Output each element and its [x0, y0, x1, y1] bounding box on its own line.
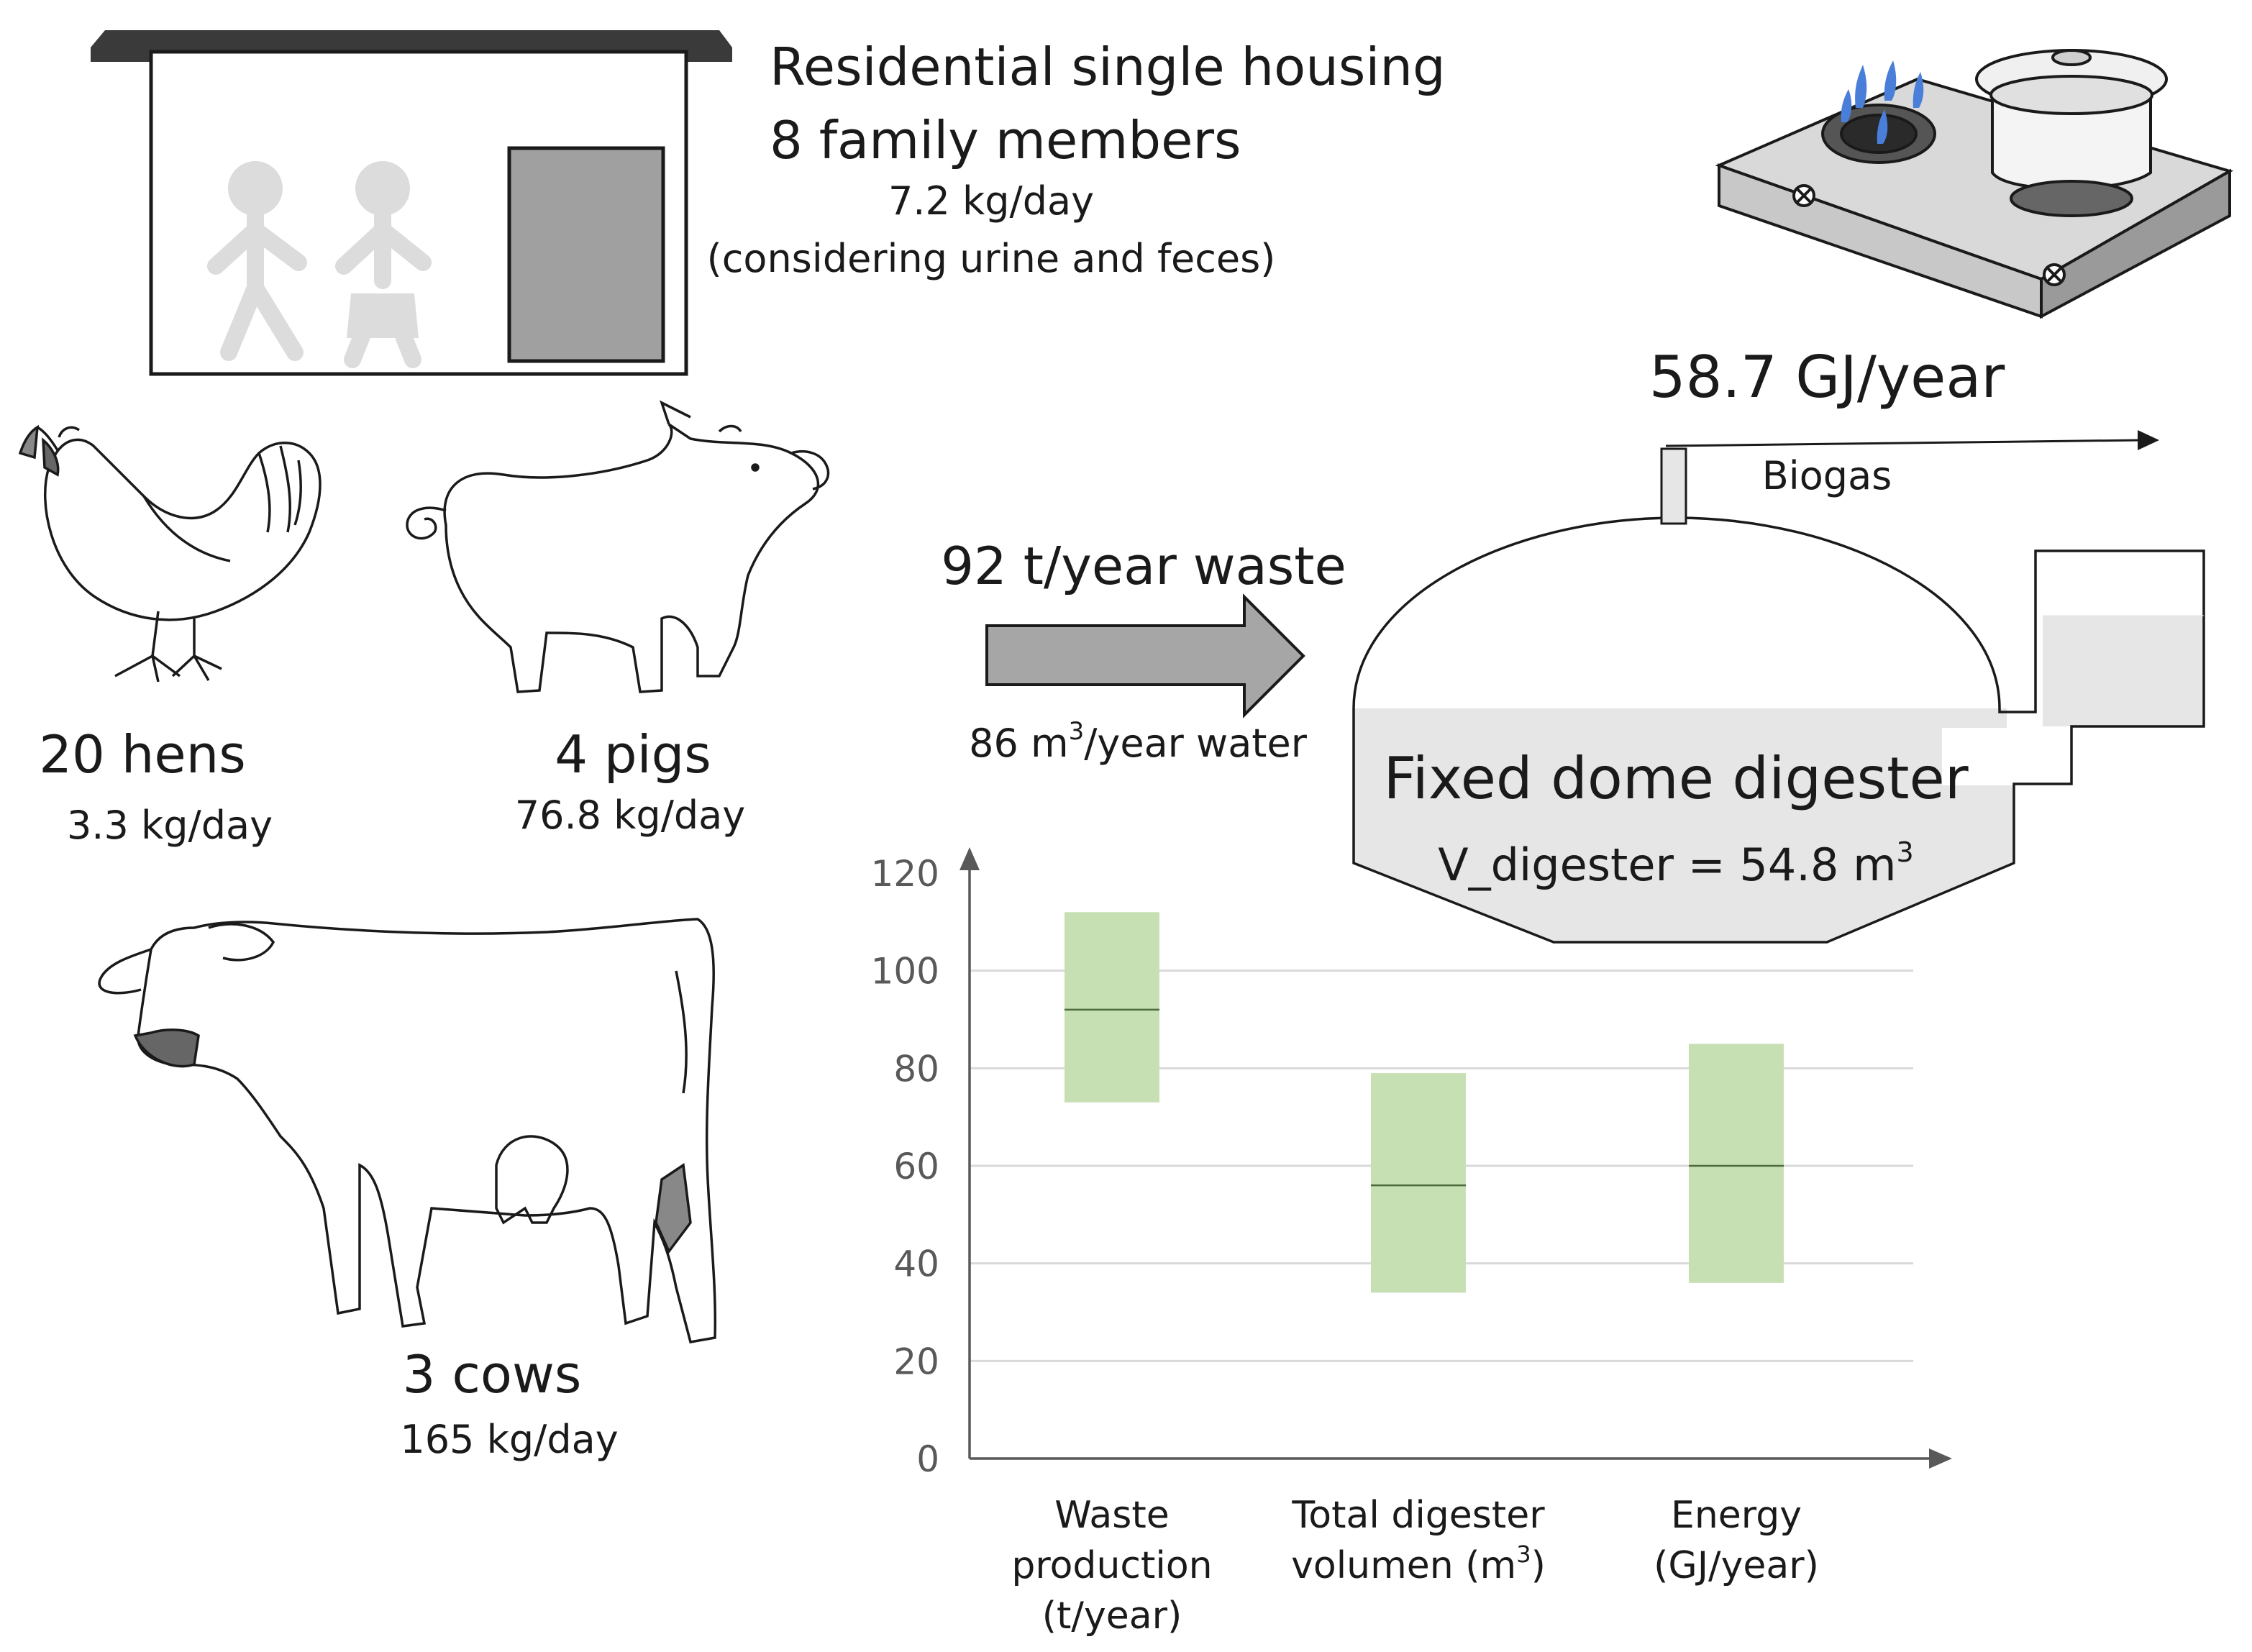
biogas-energy: 58.7 GJ/year	[1649, 344, 2005, 411]
box	[1689, 1044, 1784, 1283]
hens-label: 20 hens	[39, 724, 246, 785]
family-icon	[207, 161, 432, 368]
box	[1371, 1073, 1466, 1293]
house-icon	[91, 30, 732, 376]
pig-icon	[406, 400, 830, 693]
house-note: (considering urine and feces)	[707, 236, 1276, 281]
y-tick-label: 120	[871, 853, 939, 895]
pigs-rate: 76.8 kg/day	[515, 793, 745, 838]
stove-icon	[1715, 49, 2234, 319]
boxes	[1065, 912, 1784, 1293]
hens-rate: 3.3 kg/day	[67, 803, 273, 848]
y-tick-labels: 0 20 40 60 80 100 120	[871, 853, 939, 1480]
y-tick-label: 60	[893, 1146, 939, 1187]
pigs-label: 4 pigs	[555, 724, 711, 785]
x-axis-arrow	[1929, 1448, 1952, 1469]
flame-icon	[1841, 60, 1924, 144]
cows-rate: 165 kg/day	[400, 1417, 618, 1462]
biogas-pipe-icon	[1660, 447, 1687, 525]
biogas-arrow	[1665, 430, 2159, 450]
box-chart: 0 20 40 60 80 100 120	[871, 847, 1952, 1480]
house-title: Residential single housing	[770, 37, 1446, 97]
digester-volume: V_digester = 54.8 m3	[1438, 836, 1913, 891]
digester-title: Fixed dome digester	[1383, 745, 1968, 812]
cow-icon	[98, 918, 717, 1344]
waste-flow-label: 92 t/year waste	[941, 536, 1346, 596]
waste-arrow-icon	[985, 593, 1305, 718]
x-tick-label: Energy(GJ/year)	[1654, 1494, 1819, 1587]
hen-icon	[18, 424, 322, 683]
pot-icon	[1975, 49, 2168, 217]
y-tick-label: 20	[893, 1341, 939, 1382]
y-tick-label: 80	[893, 1048, 939, 1090]
y-tick-label: 100	[871, 951, 939, 992]
door-icon	[507, 146, 665, 363]
digester-icon	[1352, 447, 2205, 944]
y-tick-label: 0	[916, 1438, 939, 1480]
y-tick-label: 40	[893, 1243, 939, 1285]
biogas-label: Biogas	[1762, 453, 1892, 498]
y-axis-arrow	[959, 847, 980, 870]
house-members: 8 family members	[770, 110, 1241, 170]
house-rate: 7.2 kg/day	[888, 178, 1094, 224]
box	[1065, 912, 1159, 1103]
water-flow-label: 86 m3/year water	[969, 717, 1308, 766]
cows-label: 3 cows	[403, 1344, 582, 1405]
